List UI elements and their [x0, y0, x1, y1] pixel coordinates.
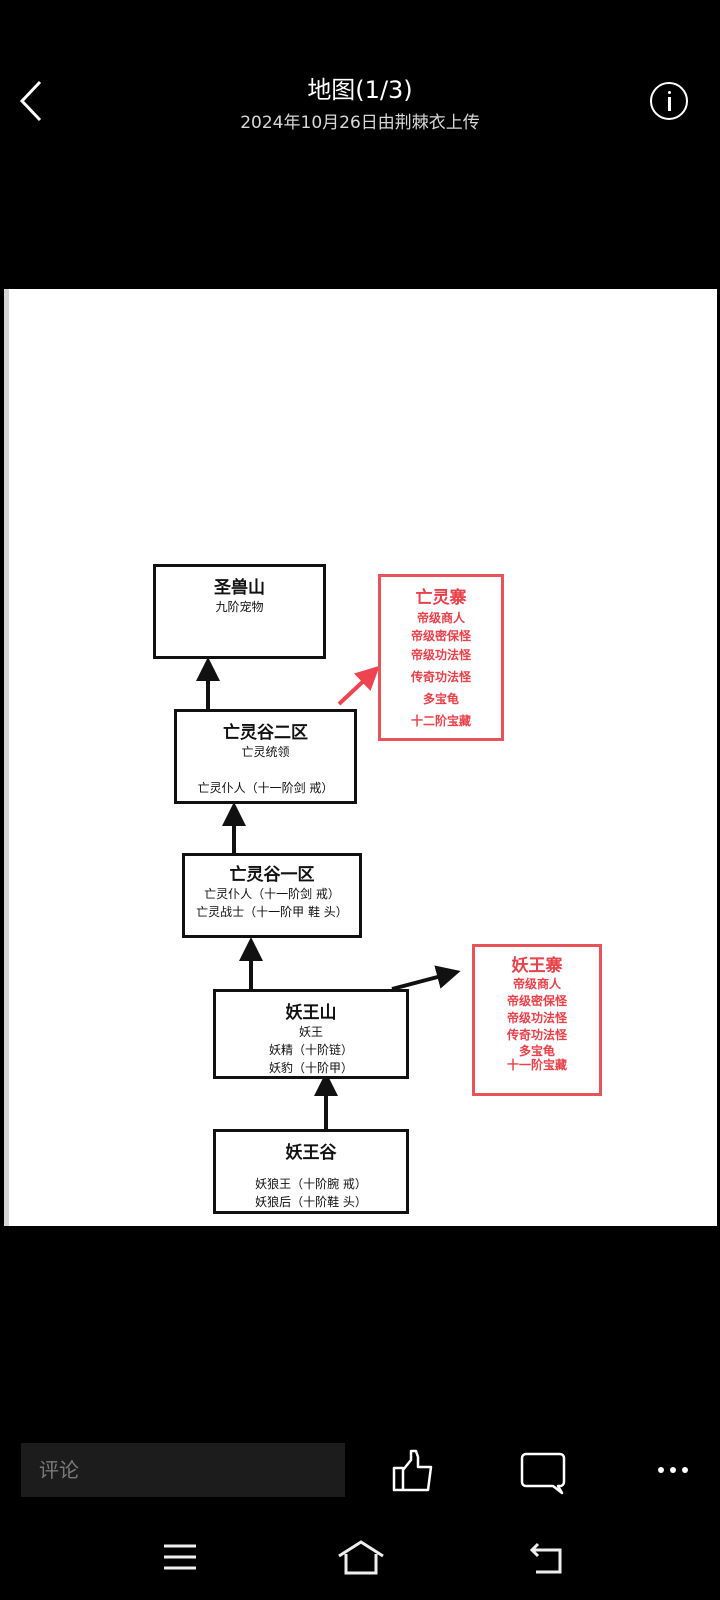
nav-back-button[interactable]: [528, 1540, 568, 1576]
chevron-left-icon: [19, 80, 42, 122]
nav-menu-button[interactable]: [160, 1540, 200, 1574]
node-wanglingzhai: 亡灵寨 帝级商人 帝级密保怪 帝级功法怪 传奇功法怪 多宝龟 十二阶宝藏: [378, 574, 504, 741]
page-title: 地图(1/3): [307, 76, 413, 104]
comment-button[interactable]: [520, 1450, 568, 1496]
node-shengshoushan: 圣兽山 九阶宠物: [153, 564, 326, 659]
arrow-wl2-to-wlz: [337, 665, 380, 706]
info-button[interactable]: [650, 82, 688, 120]
comment-bubble-icon: [520, 1452, 566, 1495]
back-arrow-icon: [529, 1542, 562, 1574]
node-wangling-1: 亡灵谷一区 亡灵仆人（十一阶剑 戒） 亡灵战士（十一阶甲 鞋 头）: [182, 853, 362, 938]
back-button[interactable]: [10, 72, 54, 128]
node-yaowanggu: 妖王谷 妖狼王（十阶腕 戒） 妖狼后（十阶鞋 头）: [213, 1129, 409, 1214]
node-wangling-2: 亡灵谷二区 亡灵统领 亡灵仆人（十一阶剑 戒）: [174, 709, 357, 804]
menu-icon: [164, 1544, 196, 1570]
node-yaowangshan: 妖王山 妖王 妖精（十阶链） 妖豹（十阶甲）: [213, 989, 409, 1079]
comment-input[interactable]: [21, 1443, 345, 1497]
node-yaowangzhai: 妖王寨 帝级商人 帝级密保怪 帝级功法怪 传奇功法怪 多宝龟 十一阶宝藏: [472, 944, 602, 1096]
more-button[interactable]: [655, 1460, 695, 1480]
upload-info: 2024年10月26日由荆棘衣上传: [240, 113, 480, 133]
more-dots-icon: [658, 1467, 688, 1473]
home-icon: [338, 1540, 384, 1575]
diagram-arrows: [196, 657, 461, 1129]
arrow-yws-to-ywz: [391, 965, 461, 991]
nav-home-button[interactable]: [336, 1540, 386, 1576]
thumbs-up-icon: [392, 1449, 433, 1492]
like-button[interactable]: [388, 1448, 438, 1494]
photo-viewer[interactable]: 圣兽山 九阶宠物 亡灵谷二区 亡灵统领 亡灵仆人（十一阶剑 戒） 亡灵谷一区 亡…: [4, 289, 717, 1226]
